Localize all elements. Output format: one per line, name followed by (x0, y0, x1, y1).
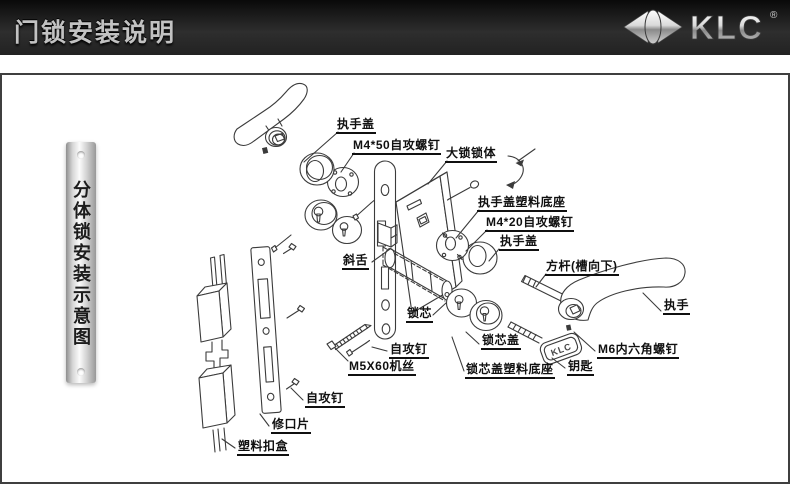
handle-right-drawing (557, 257, 686, 331)
ribbon-hole-bottom (77, 368, 85, 376)
label-handle-cover-base: 执手盖塑料底座 (477, 195, 567, 213)
handle-rosette-right-drawing (435, 229, 498, 275)
label-latch-bolt: 斜舌 (342, 253, 370, 271)
strike-plate-drawing (250, 246, 282, 414)
klc-logo: KLC ® (623, 9, 778, 46)
label-self-tapping-screw-2: 自攻钉 (305, 391, 345, 409)
ribbon-title: 分体锁安装示意图 (71, 180, 91, 348)
latch-bolt-drawing (377, 222, 398, 248)
label-m4x50-screw: M4*50自攻螺钉 (352, 138, 442, 156)
registered-mark: ® (770, 10, 778, 21)
label-m5x60-screw: M5X60机丝 (348, 359, 416, 377)
label-handle-cover-right: 执手盖 (499, 234, 539, 252)
key-drawing: KLC (507, 321, 583, 365)
page-title: 门锁安装说明 (14, 19, 177, 47)
label-m6-hex-screw: M6内六角螺钉 (597, 342, 680, 360)
label-plastic-dust-box: 塑料扣盒 (237, 439, 290, 457)
spindle-pin-drawing (446, 180, 480, 201)
label-self-tapping-screw: 自攻钉 (389, 342, 429, 360)
label-lock-body: 大锁锁体 (445, 146, 498, 164)
label-cylinder-cover: 锁芯盖 (481, 333, 521, 351)
klc-logo-text: KLC (690, 9, 764, 46)
label-handle-cover: 执手盖 (336, 117, 376, 135)
label-cylinder-cover-base: 锁芯盖塑料底座 (465, 362, 555, 380)
leader-lines (221, 131, 662, 449)
rotation-arrow (506, 148, 536, 189)
side-ribbon: 分体锁安装示意图 (66, 142, 96, 383)
m4-screws-left-drawing (270, 199, 375, 253)
klc-logo-icon (623, 9, 683, 45)
label-square-spindle: 方杆(槽向下) (545, 259, 619, 277)
handle-rosette-left-drawing (299, 152, 360, 198)
label-lock-cylinder: 锁芯 (406, 306, 434, 324)
label-strike-plate: 修口片 (271, 417, 311, 435)
label-m4x20-screw: M4*20自攻螺钉 (485, 215, 575, 233)
m5x60-screw-drawing (326, 323, 372, 351)
self-tapping-screw-drawing (345, 339, 371, 357)
strike-plate-screws-drawing (282, 242, 306, 390)
cylinder-rosette-right-drawing (445, 288, 503, 332)
ribbon-hole-top (77, 151, 85, 159)
cylinder-rosette-left-drawing (304, 199, 363, 245)
lever-handle-left-drawing (233, 82, 308, 155)
label-key: 钥匙 (567, 359, 595, 377)
dust-box-drawing (196, 253, 236, 453)
label-handle: 执手 (663, 298, 691, 316)
lock-body-drawing (395, 171, 463, 314)
header-bar: 门锁安装说明 KLC ® (0, 0, 790, 55)
